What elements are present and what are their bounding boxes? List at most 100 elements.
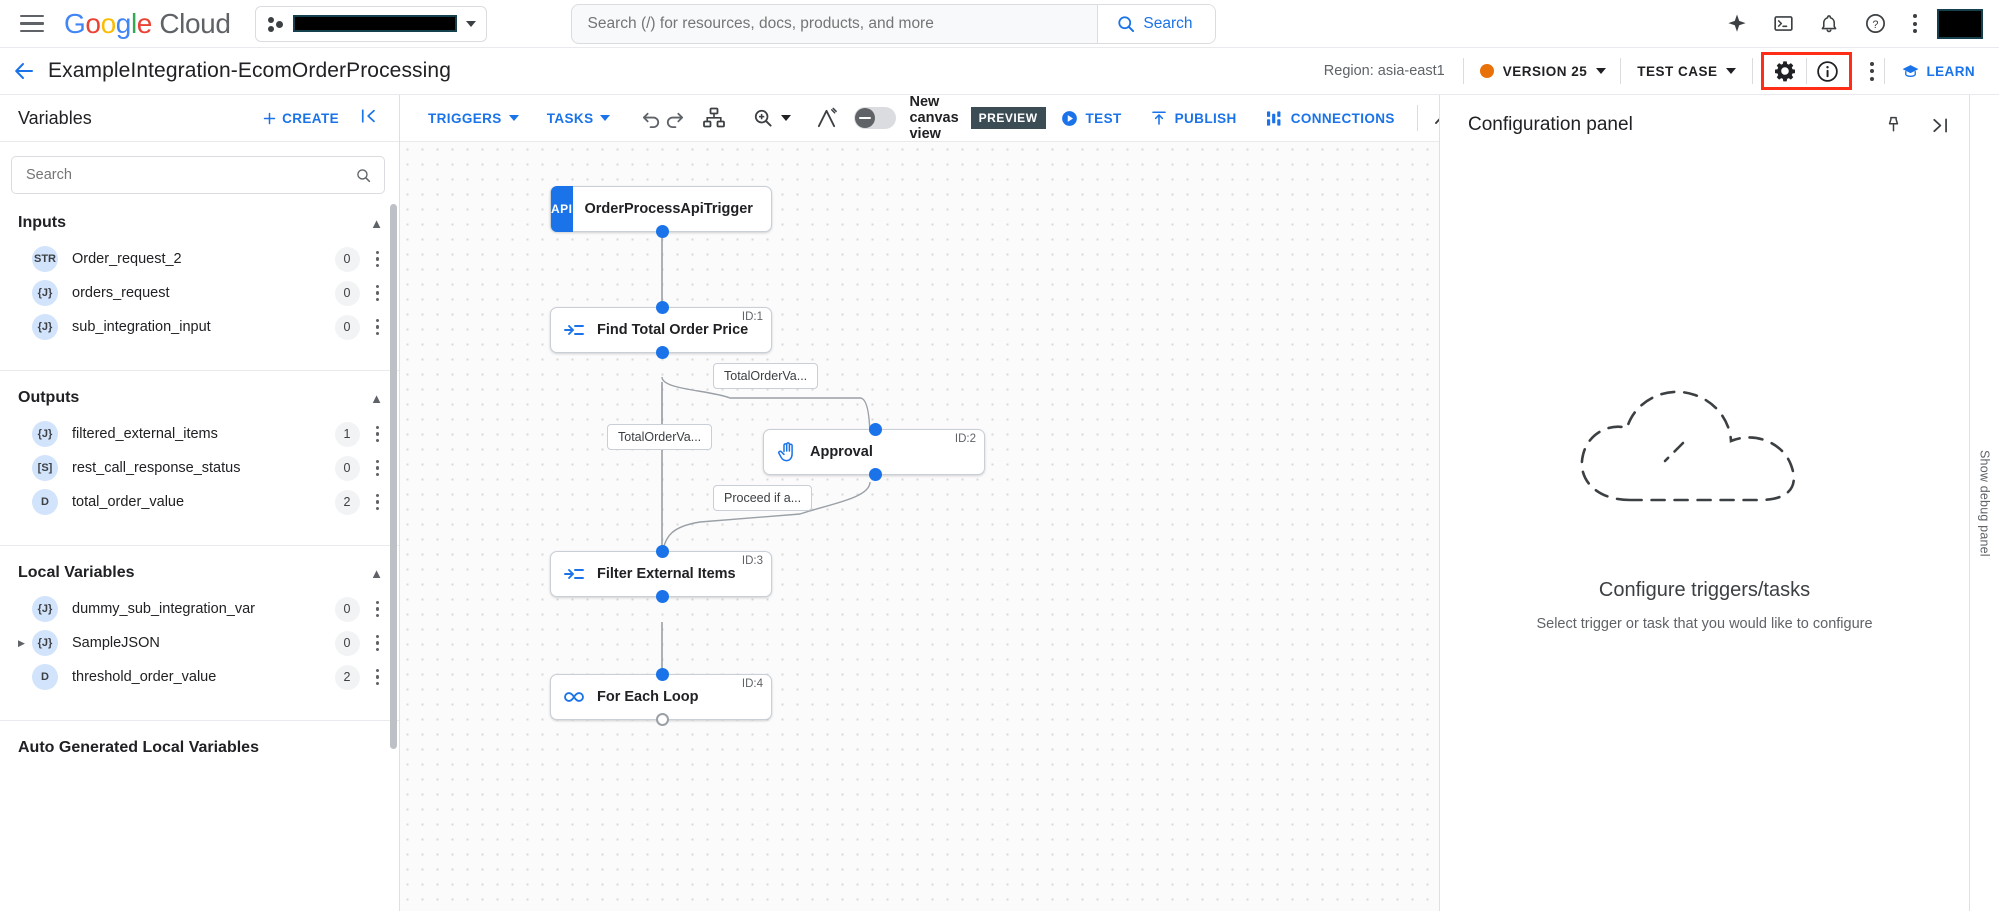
variables-search-input[interactable] [24,166,355,184]
node-input-port[interactable] [656,301,669,314]
config-panel-empty-title: Configure triggers/tasks [1598,578,1811,601]
chevron-up-icon[interactable]: ▲ [370,215,383,231]
config-panel-title: Configuration panel [1468,114,1633,135]
row-more-kebab-icon[interactable] [370,422,386,447]
chevron-up-icon[interactable]: ▲ [370,565,383,581]
page-more-kebab-icon[interactable] [1860,53,1884,89]
collapse-panel-icon[interactable] [353,106,385,131]
variable-row[interactable]: {J} dummy_sub_integration_var 0 [0,592,399,626]
undo-icon[interactable] [640,99,663,137]
google-cloud-logo[interactable]: Google Cloud [64,7,231,39]
zoom-control[interactable] [742,107,799,129]
flow-node-approval[interactable]: ID:2 Approval [763,423,985,481]
variable-name: dummy_sub_integration_var [72,601,255,617]
back-arrow-icon[interactable] [0,59,48,83]
create-variable-button[interactable]: CREATE [262,111,339,126]
section-title: Outputs [18,389,80,406]
variable-row[interactable]: {J} filtered_external_items 1 [0,417,399,451]
row-more-kebab-icon[interactable] [370,597,386,622]
row-more-kebab-icon[interactable] [370,665,386,690]
variables-list-scroll[interactable]: Inputs ▲ STR Order_request_2 0 {J} order… [0,204,399,911]
version-selector[interactable]: VERSION 25 [1464,64,1621,79]
variable-row[interactable]: ▶ {J} SampleJSON 0 [0,626,399,660]
expand-panel-icon[interactable] [1923,109,1955,141]
triggers-menu-button[interactable]: TRIGGERS [414,111,533,126]
variable-row[interactable]: {J} orders_request 0 [0,276,399,310]
flow-node-trigger[interactable]: API OrderProcessApiTrigger [550,186,772,238]
connections-button[interactable]: CONNECTIONS [1251,109,1409,128]
tasks-menu-button[interactable]: TASKS [533,111,625,126]
section-header-inputs[interactable]: Inputs ▲ [0,204,399,242]
flow-node-find-total-order-price[interactable]: ID:1 Find Total Order Price [550,301,772,359]
help-question-icon[interactable]: ? [1857,6,1893,42]
section-header-auto-generated[interactable]: Auto Generated Local Variables [0,721,399,767]
info-circle-icon[interactable] [1807,53,1849,89]
avatar[interactable] [1937,8,1983,39]
section-title: Inputs [18,214,66,231]
row-more-kebab-icon[interactable] [370,281,386,306]
cloud-shell-terminal-icon[interactable] [1765,6,1801,42]
data-mapping-icon [551,307,597,353]
edge-label[interactable]: TotalOrderVa... [713,363,819,389]
section-header-local-variables[interactable]: Local Variables ▲ [0,546,399,592]
flow-node-filter-external-items[interactable]: ID:3 Filter External Items [550,545,772,603]
test-case-label: TEST CASE [1637,63,1718,79]
new-canvas-view-toggle[interactable] [854,107,897,129]
node-output-port[interactable] [656,590,669,603]
publish-button[interactable]: PUBLISH [1136,109,1251,127]
pin-icon[interactable] [1877,109,1909,141]
project-selector[interactable] [254,5,487,42]
node-output-port[interactable] [869,468,882,481]
variable-type-badge: [S] [32,455,58,481]
search-button[interactable]: Search [1097,4,1215,43]
notifications-bell-icon[interactable] [1811,6,1847,42]
variable-type-badge: D [32,664,58,690]
expand-triangle-icon[interactable]: ▶ [18,637,25,648]
toggle-knob [855,108,876,128]
api-trigger-icon: API [551,186,573,232]
flow-node-for-each-loop[interactable]: ID:4 For Each Loop [550,668,772,726]
row-more-kebab-icon[interactable] [370,247,386,272]
node-input-port[interactable] [656,668,669,681]
sidebar-search[interactable] [11,156,385,194]
debug-panel-rail[interactable]: Show debug panel [1969,95,1999,911]
divider [0,720,399,721]
auto-layout-icon[interactable] [702,99,726,137]
edge-label[interactable]: TotalOrderVa... [607,424,713,450]
variable-row[interactable]: [S] rest_call_response_status 0 [0,451,399,485]
test-button[interactable]: TEST [1046,109,1136,128]
gear-icon[interactable] [1764,53,1806,89]
learn-button[interactable]: LEARN [1885,62,1988,81]
edge-label[interactable]: Proceed if a... [713,485,813,511]
variable-row[interactable]: STR Order_request_2 0 [0,242,399,276]
row-more-kebab-icon[interactable] [370,490,386,515]
row-more-kebab-icon[interactable] [370,315,386,340]
section-header-outputs[interactable]: Outputs ▲ [0,371,399,417]
test-label: TEST [1085,110,1122,126]
chevron-up-icon[interactable]: ▲ [370,390,383,406]
edge-draw-icon[interactable] [815,99,838,137]
search-input[interactable] [571,4,1098,43]
gemini-sparkle-icon[interactable] [1719,6,1755,42]
variable-name: total_order_value [72,494,185,510]
row-more-kebab-icon[interactable] [370,631,386,656]
node-output-port[interactable] [656,713,669,726]
node-input-port[interactable] [656,545,669,558]
node-output-port[interactable] [656,346,669,359]
integration-canvas[interactable]: API OrderProcessApiTrigger ID:1 [400,142,1439,911]
node-output-port[interactable] [656,225,669,238]
node-input-port[interactable] [869,423,882,436]
test-case-selector[interactable]: TEST CASE [1621,64,1751,79]
variables-sidebar: Variables CREATE [0,95,400,911]
variable-row[interactable]: {J} sub_integration_input 0 [0,310,399,344]
variable-row[interactable]: D total_order_value 2 [0,485,399,519]
sidebar-scrollbar[interactable] [390,204,397,749]
row-more-kebab-icon[interactable] [370,456,386,481]
global-search[interactable]: Search [570,3,1216,44]
config-panel-header: Configuration panel [1440,95,1969,155]
more-kebab-icon[interactable] [1903,6,1927,42]
hamburger-menu-icon[interactable] [20,9,50,39]
variable-row[interactable]: D threshold_order_value 2 [0,660,399,694]
sidebar-header-actions: CREATE [262,106,385,131]
redo-icon[interactable] [663,99,686,137]
